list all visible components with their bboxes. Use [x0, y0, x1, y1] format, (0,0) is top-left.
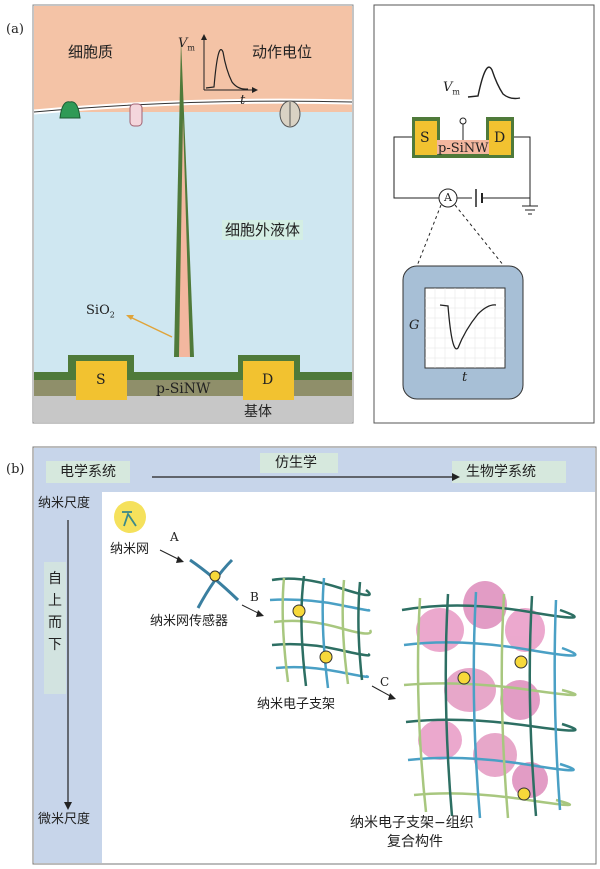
probe-core: [179, 118, 190, 357]
bionics-label: 仿生学: [275, 455, 317, 471]
biological-system-label: 生物学系统: [466, 464, 536, 480]
tissue-node-1: [514, 655, 528, 669]
nanonet-label: 纳米网: [110, 542, 150, 557]
action-potential-label: 动作电位: [252, 43, 313, 61]
ammeter-symbol: [438, 188, 458, 208]
ion-channel-grey: [279, 100, 301, 128]
cytoplasm-label: 细胞质: [68, 43, 114, 61]
ammeter-label: A: [444, 191, 452, 204]
step-c-label: C: [380, 675, 390, 689]
nano-scale-label: 纳米尺度: [38, 496, 91, 511]
top-down-label: 自 上 而 下: [48, 571, 62, 653]
monitor-t-label: t: [462, 370, 468, 385]
ion-channel-green: [59, 101, 81, 119]
circuit-drain: [489, 121, 511, 155]
vm-label: Vm: [443, 80, 460, 97]
hybrid-label-line2: 复合构件: [387, 834, 443, 850]
t-axis-label: t: [240, 93, 246, 108]
vm-trace: [467, 66, 521, 100]
g-axis-label: G: [409, 318, 420, 333]
step-a-label: A: [170, 530, 179, 544]
extracellular-label: 细胞外液体: [222, 220, 304, 240]
scaffold-node-2: [319, 650, 333, 664]
source-label: S: [96, 372, 106, 388]
drain-electrode: [243, 361, 294, 400]
step-b-label: B: [250, 590, 259, 604]
nanowire-label: p-SiNW: [156, 381, 211, 397]
tissue-node-3: [517, 787, 531, 801]
drain-label: D: [262, 372, 274, 388]
panel-a-tag: (a): [6, 22, 24, 37]
action-potential-trace: [205, 49, 249, 90]
sensor-node: [209, 570, 221, 582]
sio2-label: SiO2: [86, 303, 115, 320]
circuit-nanowire-label: p-SiNW: [438, 141, 489, 156]
circuit-source-label: S: [420, 130, 430, 146]
scaffold-label: 纳米电子支架: [257, 697, 336, 712]
tissue-mesh: [401, 591, 577, 819]
scaffold-node-1: [292, 604, 306, 618]
source-electrode: [76, 361, 127, 400]
substrate: [34, 396, 352, 422]
circuit-source: [415, 121, 437, 155]
electronic-system-label: 电学系统: [60, 464, 116, 480]
vm-axis-label: Vm: [178, 36, 195, 53]
micro-scale-label: 微米尺度: [38, 812, 91, 827]
substrate-label: 基体: [244, 404, 272, 420]
cytoplasm-region: [34, 6, 352, 116]
tissue-node-2: [457, 671, 471, 685]
scaffold-mesh: [269, 575, 372, 689]
tissue-cells: [416, 581, 548, 798]
nanonet-sensor-label: 纳米网传感器: [150, 614, 229, 629]
circuit-drain-label: D: [494, 130, 506, 146]
conductance-trace: [439, 304, 497, 350]
ion-channel-pink: [129, 103, 143, 127]
panel-b-tag: (b): [6, 462, 25, 477]
hybrid-label-line1: 纳米电子支架−组织: [350, 815, 474, 831]
